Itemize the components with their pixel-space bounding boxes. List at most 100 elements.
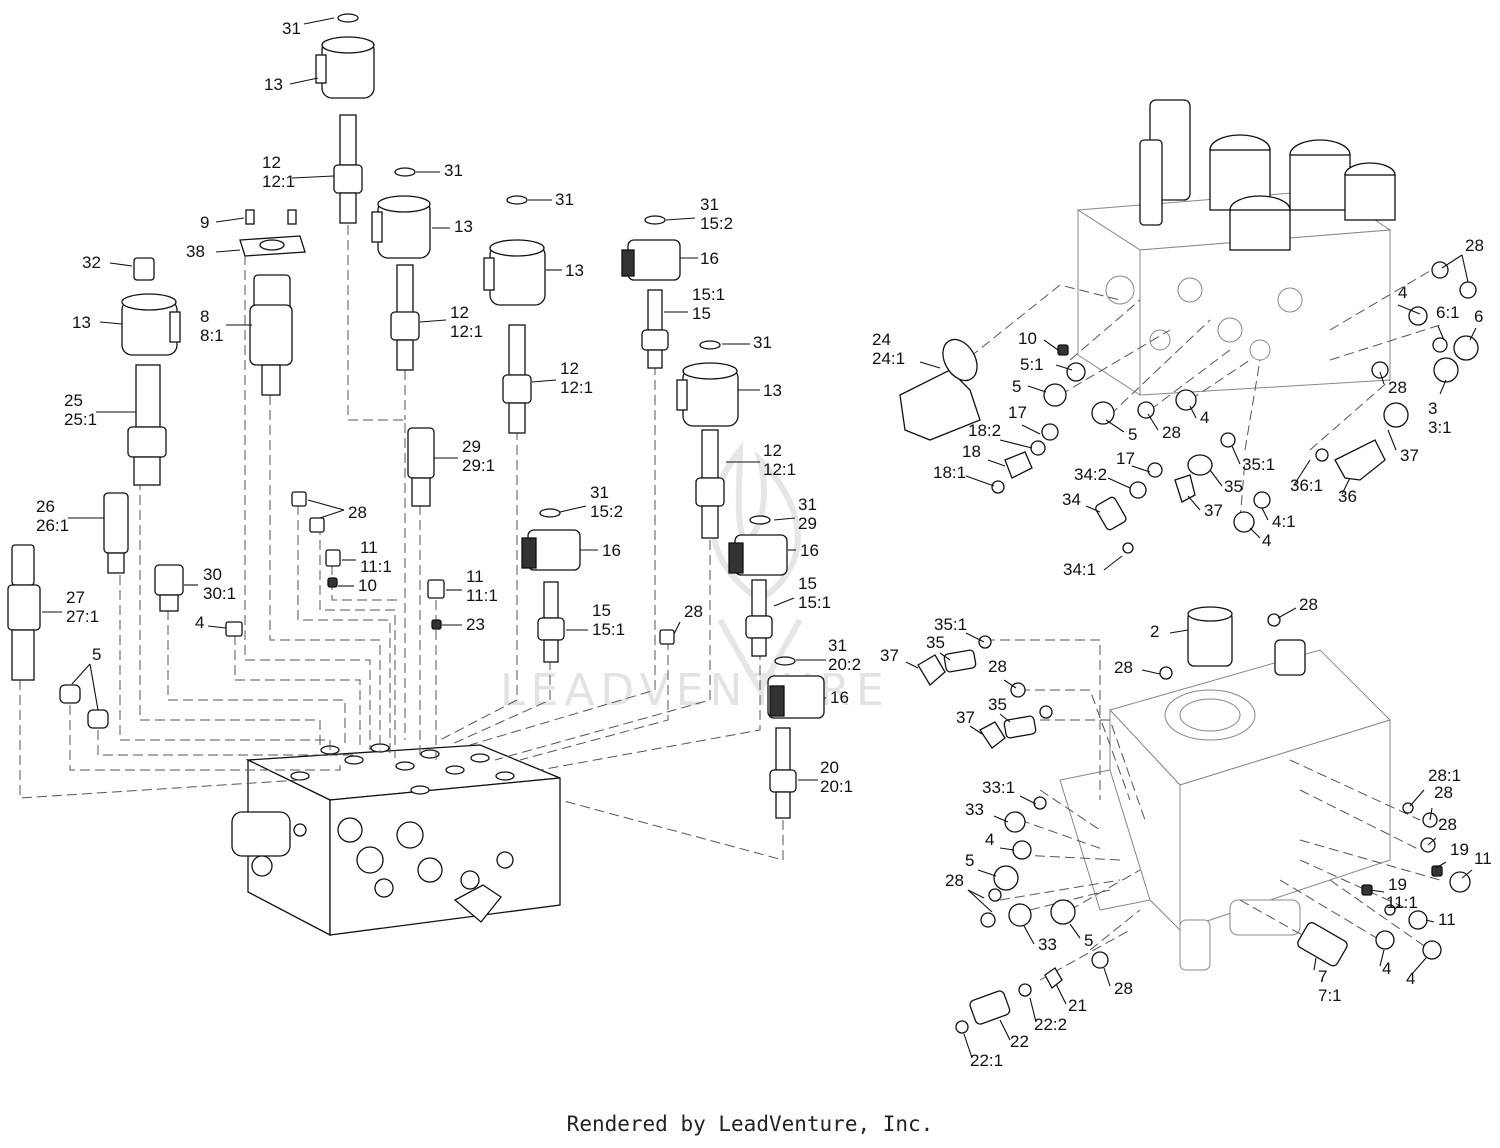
- callout-label: 16: [700, 249, 719, 268]
- callout-leader-line: [1169, 629, 1189, 634]
- callout-leader-line: [1141, 669, 1161, 675]
- callout-label: 34:1: [1063, 560, 1096, 579]
- callout-label: 9: [200, 213, 209, 232]
- callout-label: 20: [820, 758, 839, 777]
- callout-label: 15:1: [692, 285, 725, 304]
- callout-label: 4: [1200, 408, 1209, 427]
- callout-leader-line: [1249, 527, 1261, 539]
- coil-16-right: [728, 515, 788, 576]
- callout-16: 16: [788, 541, 819, 560]
- callout-label: 28: [1114, 979, 1133, 998]
- solenoid-coil-13-far-right: [676, 340, 739, 427]
- callout-label: 8: [200, 307, 209, 326]
- callout-label: 18: [962, 442, 981, 461]
- callout-label: 35: [988, 695, 1007, 714]
- left-small-plugs: [59, 491, 675, 729]
- callout-label: 12: [560, 359, 579, 378]
- callout-37: 37: [1187, 495, 1223, 520]
- callout-label: 27:1: [66, 607, 99, 626]
- callout-leader-line: [969, 725, 983, 735]
- callout-label: 24: [872, 330, 891, 349]
- cartridge-valve-12-right: [502, 324, 532, 434]
- callout-33_1: 33:1: [982, 778, 1037, 805]
- callout-37: 37: [880, 646, 919, 669]
- callout-leader-line: [1369, 889, 1385, 893]
- callout-leader-line: [919, 361, 941, 369]
- callout-leader-line: [1055, 983, 1067, 1005]
- cartridge-valve-20: [769, 727, 797, 819]
- callout-35: 35: [988, 695, 1011, 723]
- callout-label: 11: [1438, 910, 1456, 929]
- callout-leader-line: [1397, 304, 1421, 315]
- solenoid-coil-13-right: [483, 195, 546, 306]
- callout-5: 5: [71, 645, 101, 711]
- callout-17: 17: [1008, 403, 1041, 435]
- callout-label: 31: [753, 333, 772, 352]
- solenoid-coil-13-center: [371, 167, 431, 259]
- callout-leader-line: [999, 439, 1033, 449]
- callout-leader-line: [965, 632, 985, 643]
- callout-28: 28: [1379, 371, 1407, 397]
- callout-label: 29: [798, 514, 817, 533]
- callout-label: 35: [1224, 477, 1243, 496]
- callout-label: 12: [763, 441, 782, 460]
- callout-label: 5: [1012, 377, 1021, 396]
- callout-leader-line: [1341, 477, 1351, 495]
- callout-label: 11: [360, 538, 378, 557]
- callout-label: 35:1: [1242, 455, 1275, 474]
- callout-label: 11: [1474, 849, 1492, 868]
- callout-leader-line: [1105, 419, 1125, 433]
- callout-label: 20:1: [820, 777, 853, 796]
- callout-2: 2: [1150, 622, 1189, 641]
- callout-leader-line: [71, 663, 91, 685]
- callout-label: 10: [1018, 329, 1037, 348]
- callout-16: 16: [824, 688, 849, 707]
- callout-4: 4: [1189, 405, 1209, 427]
- callout-leader-line: [1023, 925, 1035, 945]
- callout-35: 35: [1209, 469, 1243, 496]
- callout-label: 11:1: [360, 557, 392, 576]
- callout-label: 13: [565, 261, 584, 280]
- callout-32: 32: [82, 253, 133, 272]
- callout-label: 3: [1428, 399, 1437, 418]
- callout-15_1-15: 15:115: [664, 285, 725, 323]
- callout-label: 5: [965, 851, 974, 870]
- callout-label: 36:1: [1290, 476, 1323, 495]
- callout-label: 11:1: [466, 586, 498, 605]
- callout-label: 15:2: [590, 502, 623, 521]
- callout-4: 4: [195, 613, 227, 632]
- callout-leader-line: [1293, 459, 1311, 486]
- callout-leader-line: [1003, 679, 1017, 689]
- callout-leader-line: [987, 459, 1006, 467]
- callout-leader-line: [1439, 379, 1447, 395]
- callout-28: 28: [988, 657, 1017, 689]
- callout-leader-line: [109, 262, 133, 267]
- callout-35: 35: [926, 633, 951, 661]
- callout-label: 15: [798, 574, 817, 593]
- callout-label: 4: [195, 613, 204, 632]
- callout-28: 28: [307, 499, 367, 522]
- callout-leader-line: [1043, 339, 1059, 351]
- callout-label: 12: [450, 303, 469, 322]
- callout-19: 19: [1435, 840, 1469, 869]
- callout-label: 5: [1084, 931, 1093, 950]
- callout-leader-line: [291, 175, 335, 179]
- left-manifold-block: [231, 744, 561, 937]
- callout-label: 4: [1406, 969, 1415, 988]
- callout-leader-line: [1411, 957, 1427, 975]
- callout-label: 37: [1400, 446, 1419, 465]
- callout-13: 13: [264, 75, 319, 94]
- callout-label: 13: [264, 75, 283, 94]
- callout-leader-line: [207, 625, 227, 629]
- callout-label: 16: [830, 688, 849, 707]
- callout-leader-line: [215, 217, 245, 223]
- callout-label: 15: [692, 304, 711, 323]
- callout-label: 35:1: [934, 615, 967, 634]
- callout-leader-line: [1231, 445, 1241, 465]
